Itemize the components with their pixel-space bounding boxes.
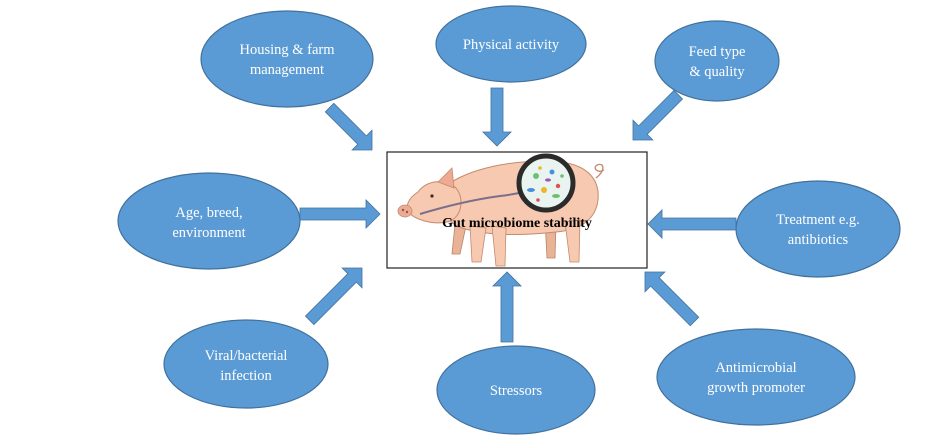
node-viral-line-2: infection (220, 368, 272, 384)
node-physical-line-1: Physical activity (463, 37, 560, 53)
node-feed-line-1: Feed type (689, 44, 746, 60)
arrow-age-to-center (299, 199, 381, 229)
node-treatment-line-1: Treatment e.g. (776, 212, 860, 228)
center-box: Gut microbiome stability (386, 151, 648, 269)
node-physical-activity: Physical activity (435, 5, 587, 83)
arrow-antimicrobial-to-center (644, 271, 700, 327)
node-housing: Housing & farm management (200, 10, 374, 108)
node-viral-line-1: Viral/bacterial (205, 348, 288, 364)
node-antimicrobial: Antimicrobial growth promoter (656, 328, 856, 426)
node-stressors: Stressors (436, 345, 596, 435)
node-housing-line-1: Housing & farm (239, 42, 335, 58)
node-antimicrobial-line-1: Antimicrobial (715, 360, 796, 376)
arrow-physical-to-center (482, 87, 512, 147)
node-housing-line-2: management (250, 62, 324, 78)
node-age-line-2: environment (172, 225, 245, 241)
arrow-feed-to-center (632, 89, 684, 141)
node-age-breed: Age, breed, environment (117, 172, 301, 270)
node-viral-infection: Viral/bacterial infection (163, 319, 329, 409)
node-treatment: Treatment e.g. antibiotics (735, 180, 901, 278)
arrow-housing-to-center (324, 102, 373, 151)
node-feed-type: Feed type & quality (654, 20, 780, 102)
arrow-stressors-to-center (492, 271, 522, 343)
node-stressors-line-1: Stressors (490, 383, 543, 399)
node-age-line-1: Age, breed, (175, 205, 242, 221)
center-label: Gut microbiome stability (442, 216, 592, 231)
node-antimicrobial-line-2: growth promoter (707, 380, 805, 396)
node-feed-line-2: & quality (689, 64, 745, 80)
pig-icon (397, 153, 605, 267)
arrow-viral-to-center (304, 267, 363, 326)
arrow-treatment-to-center (647, 209, 737, 239)
node-treatment-line-2: antibiotics (788, 232, 849, 248)
